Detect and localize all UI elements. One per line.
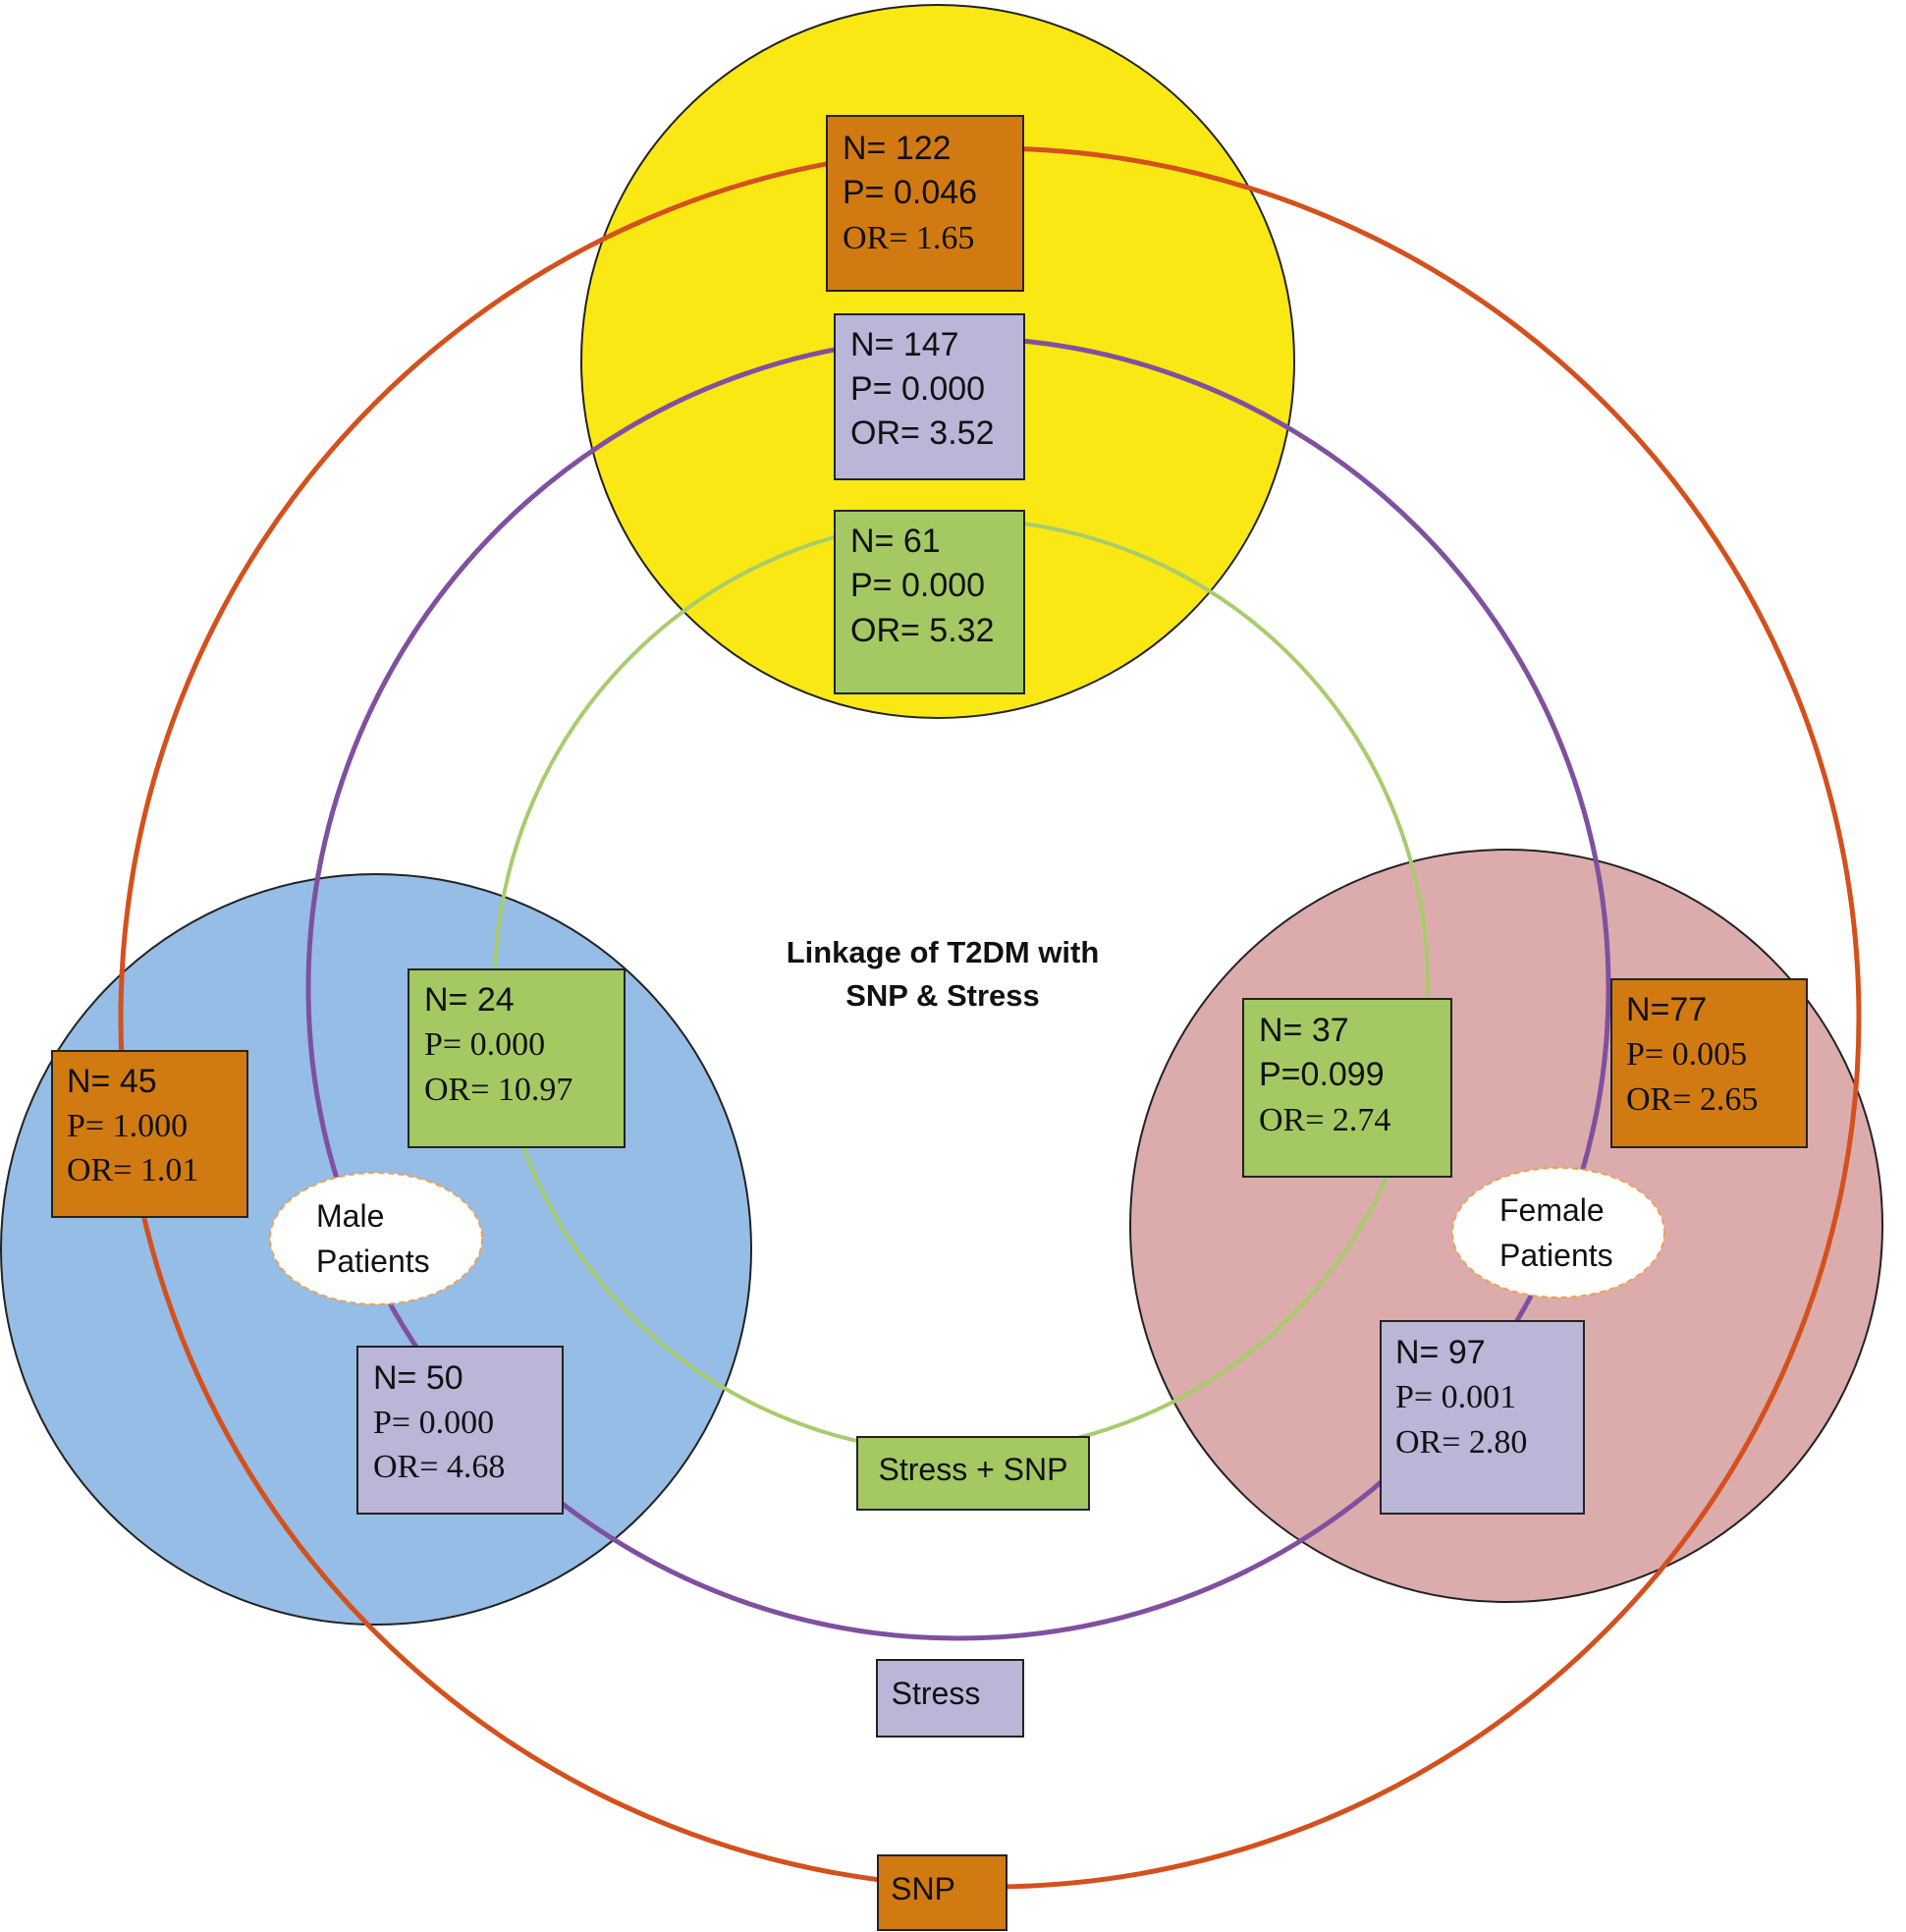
svg-text:N= 97: N= 97 — [1395, 1334, 1486, 1371]
svg-text:P= 0.001: P= 0.001 — [1395, 1379, 1516, 1415]
diagram-title-line1: Linkage of T2DM with — [787, 935, 1100, 969]
svg-text:N= 122: N= 122 — [843, 130, 952, 167]
svg-text:OR= 3.52: OR= 3.52 — [850, 414, 994, 452]
svg-text:P= 0.000: P= 0.000 — [850, 370, 985, 408]
svg-text:N=77: N=77 — [1626, 991, 1707, 1028]
svg-text:SNP: SNP — [891, 1871, 955, 1906]
svg-text:OR= 1.65: OR= 1.65 — [843, 220, 974, 256]
svg-text:OR= 5.32: OR= 5.32 — [850, 612, 994, 649]
snp-ring-label: SNP — [877, 1854, 1007, 1931]
svg-text:OR= 4.68: OR= 4.68 — [373, 1449, 505, 1485]
stat-box-top-stress: N= 147 P= 0.000 OR= 3.52 — [834, 313, 1025, 480]
svg-text:OR= 2.74: OR= 2.74 — [1259, 1102, 1390, 1138]
stat-box-female-stress: N= 97 P= 0.001 OR= 2.80 — [1380, 1320, 1585, 1515]
stat-box-top-snp: N= 122 P= 0.046 OR= 1.65 — [826, 115, 1024, 292]
svg-text:OR= 2.80: OR= 2.80 — [1395, 1424, 1527, 1461]
svg-text:P= 0.000: P= 0.000 — [850, 567, 985, 604]
stat-box-top-stress-snp: N= 61 P= 0.000 OR= 5.32 — [834, 510, 1025, 694]
svg-text:Female: Female — [1499, 1192, 1605, 1228]
svg-text:Male: Male — [316, 1198, 384, 1234]
svg-text:OR= 1.01: OR= 1.01 — [67, 1152, 198, 1188]
svg-text:N= 147: N= 147 — [850, 326, 959, 363]
svg-text:N= 24: N= 24 — [424, 981, 515, 1019]
svg-text:Stress + SNP: Stress + SNP — [879, 1452, 1068, 1487]
svg-text:P= 1.000: P= 1.000 — [67, 1108, 188, 1144]
svg-text:N= 37: N= 37 — [1259, 1012, 1349, 1049]
stat-box-male-stress: N= 50 P= 0.000 OR= 4.68 — [356, 1346, 564, 1515]
svg-text:Stress: Stress — [892, 1676, 981, 1711]
svg-text:N= 45: N= 45 — [67, 1063, 157, 1100]
svg-text:Patients: Patients — [316, 1243, 430, 1279]
svg-text:OR= 10.97: OR= 10.97 — [424, 1072, 572, 1108]
svg-text:Patients: Patients — [1499, 1238, 1613, 1273]
diagram-title-line2: SNP & Stress — [845, 978, 1040, 1013]
svg-text:P= 0.046: P= 0.046 — [843, 174, 977, 211]
stress-ring-label: Stress — [876, 1659, 1024, 1738]
svg-text:P=0.099: P=0.099 — [1259, 1056, 1385, 1093]
svg-text:OR= 2.65: OR= 2.65 — [1626, 1081, 1758, 1118]
stress-snp-ring-label: Stress + SNP — [856, 1436, 1090, 1511]
svg-text:P= 0.005: P= 0.005 — [1626, 1036, 1747, 1073]
male-patients-label: Male Patients — [269, 1172, 483, 1305]
svg-text:N= 50: N= 50 — [373, 1359, 463, 1397]
stat-box-female-stress-snp: N= 37 P=0.099 OR= 2.74 — [1242, 998, 1452, 1178]
stat-box-female-snp: N=77 P= 0.005 OR= 2.65 — [1610, 978, 1808, 1148]
stat-box-male-stress-snp: N= 24 P= 0.000 OR= 10.97 — [408, 968, 626, 1148]
svg-text:N= 61: N= 61 — [850, 523, 941, 560]
female-patients-label: Female Patients — [1451, 1167, 1665, 1298]
svg-text:P= 0.000: P= 0.000 — [424, 1026, 545, 1063]
stat-box-male-snp: N= 45 P= 1.000 OR= 1.01 — [51, 1050, 248, 1218]
svg-text:P= 0.000: P= 0.000 — [373, 1405, 494, 1441]
